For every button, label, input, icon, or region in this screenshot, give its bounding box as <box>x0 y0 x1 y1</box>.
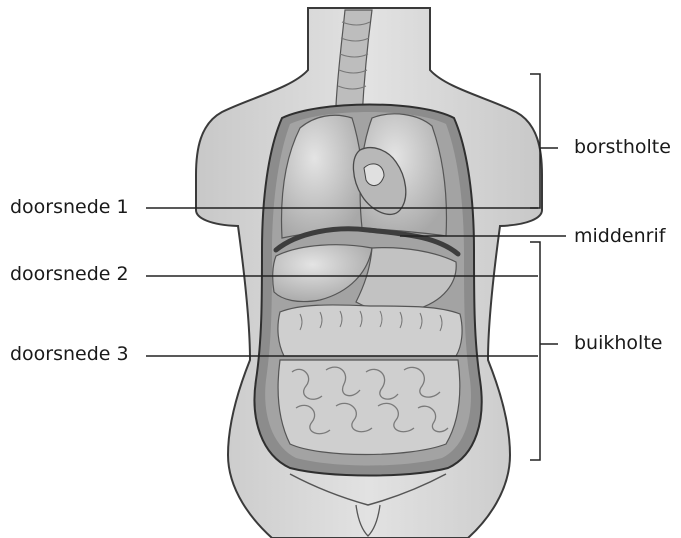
label-section-1: doorsnede 1 <box>10 198 129 217</box>
heart-vessel <box>364 164 384 186</box>
label-section-3: doorsnede 3 <box>10 345 129 364</box>
label-chest-cavity: borstholte <box>574 138 671 157</box>
label-section-2: doorsnede 2 <box>10 265 129 284</box>
abdominal-cavity-bracket <box>530 242 540 460</box>
label-diaphragm: middenrif <box>574 227 665 246</box>
large-intestine <box>278 305 462 356</box>
small-intestine <box>278 360 460 455</box>
label-abdominal-cavity: buikholte <box>574 334 662 353</box>
